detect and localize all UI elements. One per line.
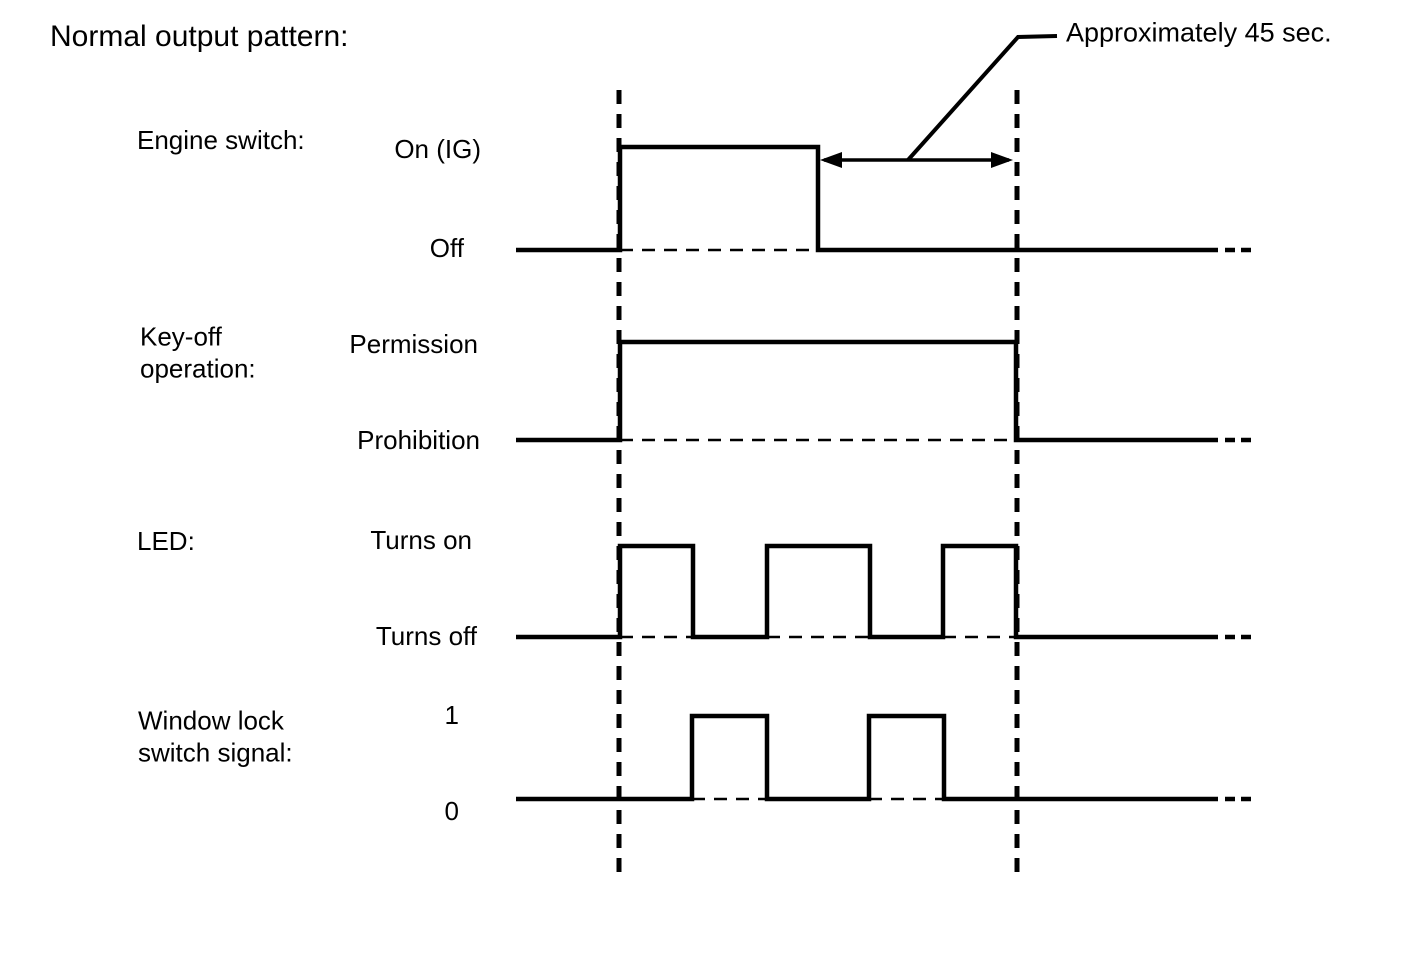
waveform-led [516,543,1218,640]
led-low-level-label: Turns off [375,621,477,652]
annotation-leader-line [906,34,1058,162]
signal-name-led: LED: [137,526,195,557]
duration-arrowhead-right [991,152,1013,168]
window-lock-switch-signal-high-level-label: 1 [444,700,459,731]
waveform-engine-switch [516,144,1218,253]
duration-arrowhead-left [820,152,842,168]
signal-name-engine-switch: Engine switch: [137,125,305,156]
diagram-title: Normal output pattern: [50,20,349,53]
key-off-operation-low-level-label: Prohibition [357,425,480,456]
key-off-operation-high-level-label: Permission [349,329,478,360]
waveform-window-lock-switch-signal [516,713,1218,802]
led-high-level-label: Turns on [370,525,472,556]
engine-switch-low-level-label: Off [429,233,464,264]
window-lock-switch-signal-low-level-label: 0 [444,796,459,827]
annotation-duration-label: Approximately 45 sec. [1066,17,1332,48]
waveform-key-off-operation [516,339,1218,443]
signal-name-key-off-operation: Key-off operation: [140,321,256,383]
signal-name-window-lock-switch-signal: Window lock switch signal: [138,705,293,767]
engine-switch-high-level-label: On (IG) [394,134,481,165]
